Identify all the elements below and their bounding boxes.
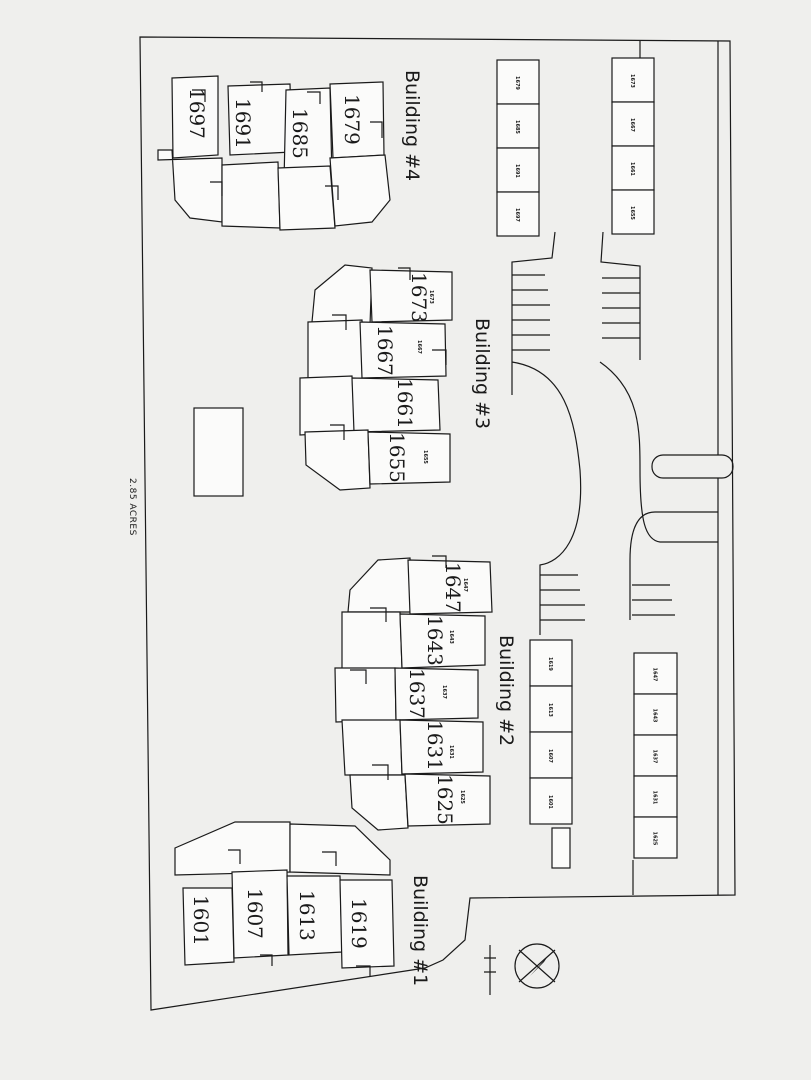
unit-label: 1607 [243,888,267,939]
building-1-footprint [174,821,395,976]
unit-plate-label: 1655 [422,450,428,464]
garage-bay [529,731,573,779]
garage-bay-label: 1691 [514,164,520,178]
building-4-footprint [157,75,391,231]
garage-bay-label: 1631 [652,791,658,805]
unit-plate-label: 1643 [448,630,454,644]
garage-bay-label: 1625 [652,832,658,846]
unit-label: 1601 [189,895,213,946]
unit-plate-label: 1647 [462,578,468,592]
unit-label: 1673 [407,272,431,323]
building-3-label: Building #3 [471,318,493,429]
unit-label: 1631 [423,720,447,771]
garage-bay-label: 1601 [547,795,553,809]
unit-labels: 1697 1691 1685 1679 1673 1667 1661 1655 … [185,88,465,949]
unit-plate-label: 1667 [416,340,422,354]
building-2-label: Building #2 [495,635,517,746]
unit-label: 1643 [423,615,447,666]
garage-bay-label: 1697 [514,208,520,222]
north-arrow-icon [514,943,560,989]
unit-label: 1697 [185,88,209,139]
building-2-footprint [334,555,493,831]
garage-bay-label: 1637 [652,750,658,764]
unit-plate-label: 1631 [448,745,454,759]
garage-bay-label: 1613 [547,703,553,717]
scale-bar [484,945,496,995]
garage-bay [633,652,678,695]
door-plate-labels: 1673 1667 1655 1647 1643 1637 1631 1625 [416,290,468,804]
unit-label: 1691 [231,98,255,149]
unit-label: 1613 [295,890,319,941]
unit-label: 1625 [433,774,457,825]
garage-blocks: 1679 1685 1691 1697 1673 1667 1661 1655 1619 1613… [496,57,678,869]
unit-label: 1637 [405,668,429,719]
garage-bay-label: 1685 [514,120,520,134]
garage-bay [633,816,678,859]
garage-bay [496,59,540,105]
garage-bay-label: 1607 [547,749,553,763]
building-3-footprint [299,264,453,491]
garage-bay-label: 1647 [652,668,658,682]
garage-bay-label: 1661 [629,162,635,176]
unit-plate-label: 1637 [441,685,447,699]
garage-bay-label: 1655 [629,206,635,220]
unit-label: 1619 [347,898,371,949]
garage-bay [611,101,655,147]
garage-bay-label: 1619 [547,657,553,671]
unit-label: 1679 [340,94,364,145]
garage-bay [496,103,540,149]
garage-bay [496,147,540,193]
building-4-label: Building #4 [401,70,423,181]
acreage-label: 2.85 ACRES [127,478,137,536]
unit-label: 1655 [385,432,409,483]
garage-bay-label: 1667 [629,118,635,132]
garage-bay [633,693,678,736]
garage-bay-label: 1673 [629,74,635,88]
garage-bay [551,827,571,869]
unit-label: 1661 [393,378,417,429]
garage-bay [529,639,573,687]
property-boundary [139,36,736,1011]
garage-bay-label: 1643 [652,709,658,723]
road [511,41,734,895]
unit-label: 1647 [441,562,465,613]
garage-bay [529,777,573,825]
garage-bay [529,685,573,733]
garage-bay [611,189,655,235]
garage-bay [611,145,655,191]
unit-plate-label: 1673 [428,290,434,304]
garage-bay [496,191,540,237]
garage-bay-label: 1679 [514,76,520,90]
unit-label: 1667 [373,325,397,376]
unit-label: 1685 [288,108,312,159]
amenity-rectangle [193,407,244,497]
garage-bay [633,775,678,818]
unit-plate-label: 1625 [459,790,465,804]
building-1-label: Building #1 [409,875,431,986]
